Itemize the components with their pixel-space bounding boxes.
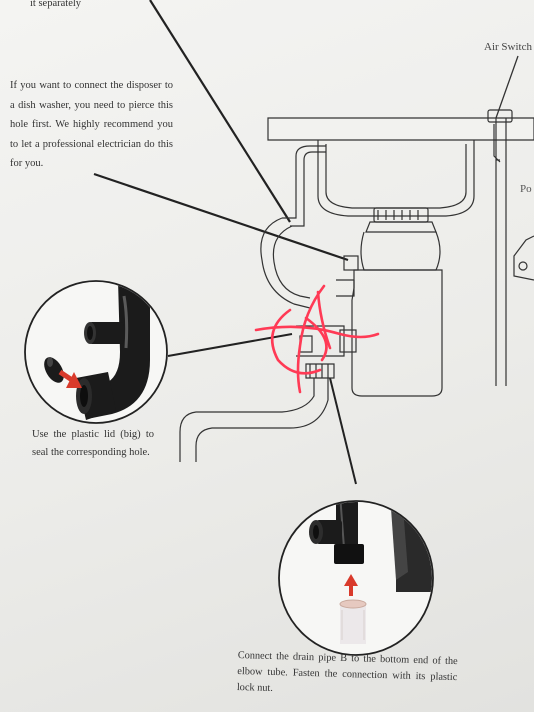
disposer-drawing [179,207,443,462]
leader-line-air-switch [495,55,519,119]
sink-line-drawing [267,109,534,386]
top-text-fragment: it separately [30,0,82,9]
leader-line-dishwasher [93,172,349,262]
leader-line-drain [329,377,357,485]
air-switch-label: Air Switch [484,41,532,53]
drain-pipe-instruction: Connect the drain pipe B to the bottom e… [236,649,458,694]
plastic-lid-instruction: Use the plastic lid (big) to seal the co… [32,429,154,458]
dishwasher-hose-drawing [260,145,326,309]
lid-detail-circle [24,280,168,424]
drain-detail-circle [278,500,434,656]
leader-line-top [149,0,291,223]
handwritten-cross-mark [254,284,380,394]
dishwasher-hole-instruction: If you want to connect the disposer to a… [10,80,173,170]
power-label-fragment: Po [520,183,532,195]
